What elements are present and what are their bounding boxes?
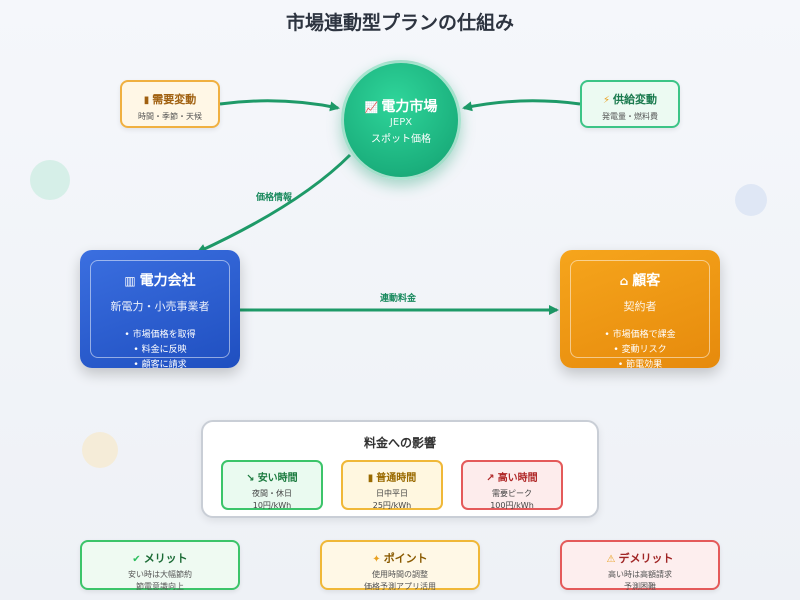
house-icon: ⌂ [619,274,629,288]
merit-card: ✔メリット 安い時は大幅節約 節電意識向上 [80,540,240,591]
supply-title: 供給変動 [613,93,658,106]
normal-price: 25円/kWh [372,501,412,510]
point-line2: 価格予測アプリ活用 [364,582,436,591]
market-exchange: JEPX [389,117,413,128]
normal-period: 日中平日 [376,489,408,498]
arrow-market-to-company [196,153,352,254]
point-card: ✦ポイント 使用時間の調整 価格予測アプリ活用 [320,540,480,591]
merit-line1: 安い時は大幅節約 [128,570,192,579]
demerit-card: ⚠デメリット 高い時は高額請求 予測困難 [560,540,720,591]
cheap-time-card: ↘安い時間 夜間・休日 10円/kWh [221,460,323,510]
demerit-line2: 予測困難 [624,582,656,591]
market-title: 電力市場 [381,99,438,115]
warning-icon: ⚠ [606,554,616,565]
page-title: 市場連動型プランの仕組み [285,12,514,34]
high-title: 高い時間 [497,473,538,484]
supply-card: ⚡供給変動 発電量・燃料費 [580,80,680,128]
demerit-title: デメリット [618,552,674,565]
edge-label-linked-fee: 連動料金 [380,294,417,304]
company-subtitle: 新電力・小売事業者 [110,300,210,313]
cheap-price: 10円/kWh [252,501,292,510]
point-title: ポイント [383,552,428,565]
market-desc: スポット価格 [371,134,431,145]
company-duties: 市場価格を取得 料金に反映 顧客に請求 [80,328,240,373]
cheap-period: 夜間・休日 [252,489,292,498]
impact-title: 料金への影響 [363,436,436,450]
bar-chart-icon: ▮ [143,95,150,106]
decor-bubble-yellow [82,432,118,468]
decor-bubble-blue [735,184,767,216]
decor-bubble-teal [30,160,70,200]
list-item: 市場価格を取得 [80,328,240,343]
merit-title: メリット [143,552,188,565]
chart-up-icon: ↗ [486,473,495,484]
company-title: 電力会社 [139,273,196,289]
check-icon: ✔ [132,554,141,565]
list-item: 節電効果 [560,358,720,373]
customer-subtitle: 契約者 [623,300,657,313]
high-period: 需要ピーク [492,489,532,498]
normal-title: 普通時間 [376,473,417,484]
list-item: 顧客に請求 [80,358,240,373]
customer-effects: 市場価格で課金 変動リスク 節電効果 [560,328,720,373]
cheap-title: 安い時間 [257,473,298,484]
merit-line2: 節電意識向上 [136,582,184,591]
power-company-node: ▥電力会社 新電力・小売事業者 市場価格を取得 料金に反映 顧客に請求 [80,250,240,370]
customer-title: 顧客 [632,273,661,289]
lightning-icon: ⚡ [602,95,611,106]
high-price: 100円/kWh [490,501,534,510]
point-line1: 使用時間の調整 [372,570,428,579]
normal-time-card: ▮普通時間 日中平日 25円/kWh [341,460,443,510]
building-icon: ▥ [124,274,136,288]
chart-icon: 📈 [364,101,379,114]
demand-title: 需要変動 [152,93,197,106]
chart-down-icon: ↘ [246,473,255,484]
arrow-demand-to-market [219,99,340,112]
price-impact-panel: 料金への影響 ↘安い時間 夜間・休日 10円/kWh ▮普通時間 日中平日 25… [201,420,599,518]
list-item: 市場価格で課金 [560,328,720,343]
demerit-line1: 高い時は高額請求 [608,570,672,579]
demand-desc: 時間・季節・天候 [138,112,202,121]
supply-desc: 発電量・燃料費 [602,112,658,121]
bar-chart-icon: ▮ [367,473,374,484]
electricity-market-node: 📈電力市場 JEPX スポット価格 [341,60,461,180]
high-time-card: ↗高い時間 需要ピーク 100円/kWh [461,460,563,510]
edge-label-price-info: 価格情報 [256,193,293,203]
list-item: 変動リスク [560,343,720,358]
demand-card: ▮需要変動 時間・季節・天候 [120,80,220,128]
customer-node: ⌂顧客 契約者 市場価格で課金 変動リスク 節電効果 [560,250,720,370]
arrow-supply-to-market [462,99,581,112]
list-item: 料金に反映 [80,343,240,358]
lightbulb-icon: ✦ [372,554,381,565]
